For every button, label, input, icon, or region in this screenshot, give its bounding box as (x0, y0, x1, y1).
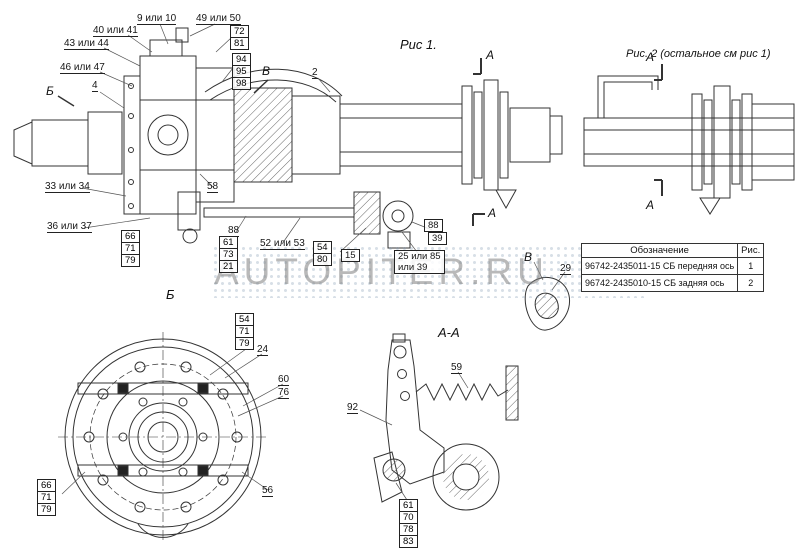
callout-stack-72-81: 72 81 (230, 25, 249, 50)
legend-cell-designation: 96742-2435011-15 СБ передняя ось (580, 257, 739, 275)
callout-43-44: 43 или 44 (64, 38, 109, 50)
legend-row-rear-axle: 96742-2435010-15 СБ задняя ось 2 (580, 274, 765, 292)
fig2-axle (583, 64, 795, 215)
viewB-callout-60: 60 (278, 374, 290, 386)
sectionAA-callout-59: 59 (451, 362, 463, 374)
detail-29-part (524, 277, 570, 331)
sectionAA-leader-lines (359, 371, 469, 501)
viewB-callout-76: 76 (278, 387, 290, 399)
legend-header-fig: Рис. (737, 243, 765, 258)
legend-cell-fig: 2 (737, 274, 765, 292)
callout-2: 2 (312, 67, 318, 79)
callout-stack-66-71-79: 66 71 79 (121, 230, 140, 267)
viewB-brake-drum (58, 332, 268, 542)
callout-25-85-39-line1: 25 или 85 (398, 251, 441, 262)
callout-stack-94-95-98: 94 95 98 (232, 53, 251, 90)
viewB-label: Б (166, 287, 175, 302)
callout-4: 4 (92, 80, 98, 92)
sectionAA-callout-92: 92 (347, 402, 359, 414)
fig2-label: Рис. 2 (остальное см рис 1) (626, 48, 771, 60)
callout-52-53: 52 или 53 (260, 238, 305, 250)
view-b-detail-label: В (524, 250, 533, 264)
legend-cell-designation: 96742-2435010-15 СБ задняя ось (580, 274, 739, 292)
sectionAA-label: А-А (438, 325, 460, 340)
viewB-callout-79: 79 (235, 337, 254, 350)
callout-49-50: 49 или 50 (196, 13, 241, 25)
legend-row-front-axle: 96742-2435011-15 СБ передняя ось 1 (580, 257, 765, 275)
fig2-section-a-bottom: А (646, 198, 655, 212)
viewB-leader-lines (61, 348, 284, 495)
callout-15: 15 (341, 249, 360, 262)
callout-21: 21 (219, 260, 238, 273)
callout-88-right: 88 (424, 219, 443, 232)
callout-stack-61-73-21: 61 73 21 (219, 236, 238, 273)
viewB-callout-79b: 79 (37, 503, 56, 516)
callout-40-41: 40 или 41 (93, 25, 138, 37)
viewB-callout-56: 56 (262, 485, 274, 497)
callout-29: 29 (560, 263, 572, 275)
fig1-label: Рис 1. (400, 37, 437, 52)
callout-36-37: 36 или 37 (47, 221, 92, 233)
legend-table: Обозначение Рис. 96742-2435011-15 СБ пер… (580, 243, 765, 292)
callout-79: 79 (121, 254, 140, 267)
section-a-bottom-label: А (488, 206, 497, 220)
view-b-left-label: Б (46, 84, 54, 98)
callout-39: 39 (428, 232, 447, 245)
callout-33-34: 33 или 34 (45, 181, 90, 193)
callout-81: 81 (230, 37, 249, 50)
callout-98: 98 (232, 77, 251, 90)
sectionAA-mechanism (373, 333, 519, 511)
legend-cell-fig: 1 (737, 257, 765, 275)
fig1-leader-lines (81, 23, 566, 291)
viewB-callout-24: 24 (257, 344, 269, 356)
callout-58: 58 (207, 181, 219, 193)
legend-header-designation: Обозначение (580, 243, 739, 258)
fig1-axle-assembly (13, 27, 563, 249)
callout-25-85-39-line2: или 39 (398, 262, 428, 273)
viewB-stack-54-71-79: 54 71 79 (235, 313, 254, 350)
section-a-top-label: А (486, 48, 495, 62)
callout-stack-54-80: 54 80 (313, 241, 332, 266)
viewB-stack-66-71-79: 66 71 79 (37, 479, 56, 516)
sectionAA-callout-83: 83 (399, 535, 418, 548)
callout-46-47: 46 или 47 (60, 62, 105, 74)
callout-9-10: 9 или 10 (137, 13, 177, 25)
callout-25-85-39: 25 или 85 или 39 (394, 250, 445, 274)
view-b-arrow-label: В (262, 64, 271, 78)
callout-80: 80 (313, 253, 332, 266)
sectionAA-stack-61-70-78-83: 61 70 78 83 (399, 499, 418, 548)
fig2-section-a-top: А (646, 50, 655, 64)
legend-header-row: Обозначение Рис. (580, 243, 765, 258)
